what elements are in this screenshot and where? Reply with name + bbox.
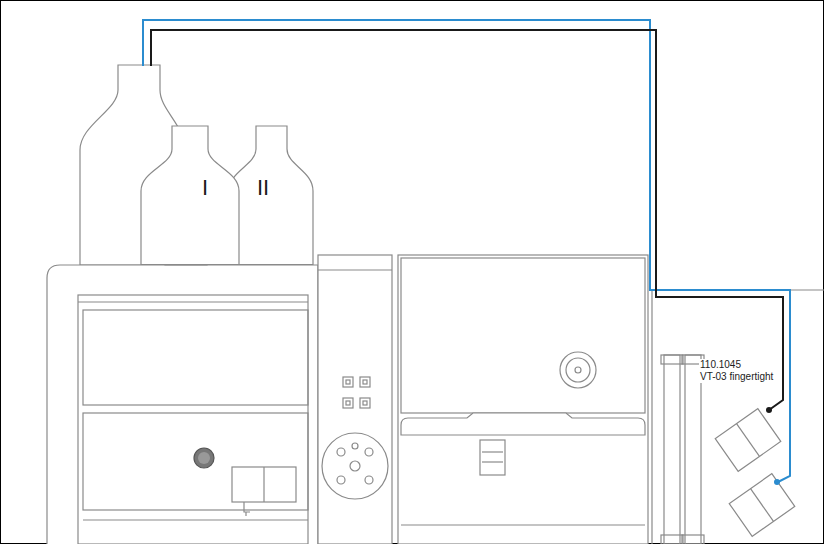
bottle-outline xyxy=(140,125,240,265)
part-label: VT-03 fingertight xyxy=(699,371,774,383)
bottle-outline xyxy=(228,125,314,265)
solvent-bottle: II xyxy=(228,125,314,265)
bottle-number: I xyxy=(202,177,208,199)
part-label: 110.1045 xyxy=(699,359,742,371)
bottle-number: II xyxy=(257,177,269,199)
solvent-bottle: I xyxy=(140,125,240,265)
